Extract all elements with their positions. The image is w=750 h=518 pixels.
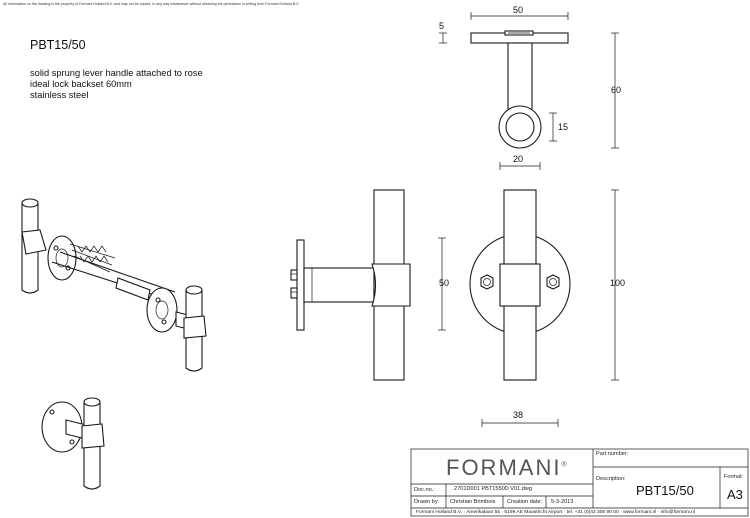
- format-label: Format:: [724, 474, 744, 480]
- dim-projection: 60: [611, 85, 622, 95]
- legal-notice: All information on the drawing is the pr…: [3, 2, 300, 6]
- side-screw-1: [290, 269, 298, 281]
- side-view: [290, 189, 446, 381]
- iso-left-collar: [21, 229, 47, 255]
- drawn-label: Drawn by:: [414, 499, 440, 505]
- top-bar-outer: [498, 105, 542, 149]
- drawn-value: Christian Brimbois: [450, 499, 496, 505]
- side-collar: [371, 263, 411, 307]
- side-shaft: [303, 267, 375, 303]
- side-screw-2: [290, 287, 298, 299]
- front-screw-right: [546, 274, 560, 290]
- iso-screw-thread-1: [77, 245, 107, 253]
- iso-assembled-collar: [81, 423, 105, 449]
- footer-address: Formani Holland B.V. · Amerikalaan 55 · …: [416, 510, 695, 515]
- iso-right-collar: [183, 315, 207, 339]
- description-line-1: solid sprung lever handle attached to ro…: [30, 68, 203, 78]
- description-value: PBT15/50: [636, 483, 694, 498]
- title-block-frame: [410, 448, 749, 517]
- date-value: 5-3-2013: [551, 499, 574, 505]
- description-label: Description:: [596, 476, 626, 482]
- iso-assembled-view: [41, 397, 105, 490]
- dim-rose-diameter: 38: [513, 410, 524, 420]
- doc-label: Doc.no.:: [414, 487, 435, 493]
- top-bar-inner: [505, 112, 535, 142]
- iso-screw-thread-2: [79, 255, 109, 263]
- dim-bar-diameter: 15: [558, 122, 569, 132]
- dim-rose-thickness: 5: [439, 21, 445, 31]
- dim-front-height: 50: [439, 278, 450, 288]
- format-value: A3: [727, 487, 743, 502]
- description-line-3: stainless steel: [30, 90, 89, 100]
- front-collar: [499, 263, 541, 307]
- front-screw-left: [480, 274, 494, 290]
- front-view: [469, 189, 619, 427]
- formani-logo: FORMANI®: [446, 455, 569, 480]
- part-number-label: Part number:: [596, 451, 629, 457]
- iso-left-rose: [47, 235, 77, 281]
- top-view: [439, 12, 619, 170]
- iso-right-rose: [146, 287, 178, 333]
- side-rose: [296, 239, 305, 331]
- doc-value: 2701D001 PBT1550D V01.dwg: [454, 486, 533, 492]
- product-title: PBT15/50: [30, 38, 86, 52]
- iso-exploded-view: [21, 198, 207, 372]
- dim-total-height: 100: [610, 278, 626, 288]
- dim-neck-width: 20: [513, 154, 524, 164]
- iso-spindle: [115, 277, 151, 301]
- dim-rose-width-top: 50: [513, 5, 524, 15]
- description-line-2: ideal lock backset 60mm: [30, 79, 132, 89]
- date-label: Creation date:: [507, 499, 543, 505]
- top-shaft: [507, 42, 533, 112]
